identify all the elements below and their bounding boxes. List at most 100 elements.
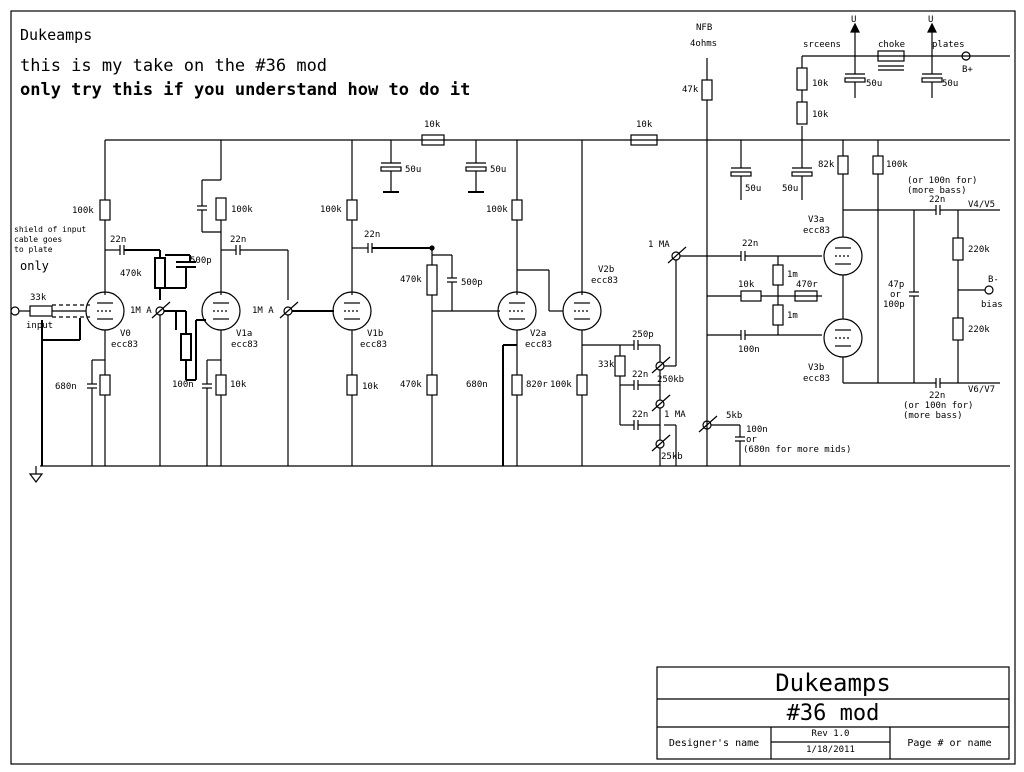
label-r-pi-1m2: 1m: [787, 311, 798, 321]
label-r-p1b: 100k: [320, 205, 342, 215]
label-r-p1a: 100k: [231, 205, 253, 215]
label-pot-bass: 25kb: [661, 452, 683, 462]
label-r-rail1: 10k: [424, 120, 441, 130]
label-c-c1b: 22n: [364, 230, 380, 240]
label-mids1: or: [746, 435, 757, 445]
label-tube-v1b-type: ecc83: [360, 340, 387, 350]
label-tube-v3b: V3b: [808, 363, 824, 373]
label-nfb-ohms: 4ohms: [690, 39, 717, 49]
label-tube-v2b-type: ecc83: [591, 276, 618, 286]
label-r-rail2: 10k: [636, 120, 653, 130]
label-screens: srceens: [803, 40, 841, 50]
label-c-k1a: 100n: [172, 380, 194, 390]
title-block-company: Dukeamps: [775, 669, 891, 697]
label-r-p0: 100k: [72, 206, 94, 216]
title-block-date: 1/18/2011: [806, 745, 855, 755]
label-u1: U: [851, 15, 856, 25]
title-block-rev: Rev 1.0: [811, 729, 850, 739]
label-c-out1: 22n: [929, 195, 945, 205]
label-c-c1a: 22n: [230, 235, 246, 245]
label-tube-v0-type: ecc83: [111, 340, 138, 350]
label-pot-treble: 250kb: [657, 375, 684, 385]
label-tube-v3a: V3a: [808, 215, 824, 225]
author-label: Dukeamps: [20, 26, 93, 44]
label-c-rail2: 50u: [490, 165, 506, 175]
page-frame: [10, 10, 1016, 765]
label-more-bass-bot1: (or 100n for): [903, 401, 973, 411]
label-r-bias2: 220k: [968, 325, 990, 335]
label-r-k2a: 680n: [466, 380, 488, 390]
label-input: input: [26, 321, 53, 331]
warning-label: only try this if you understand how to d…: [20, 80, 471, 100]
title-block-page: Page # or name: [907, 738, 992, 749]
label-shield3: to plate: [14, 245, 53, 254]
label-v4v5: V4/V5: [968, 200, 995, 210]
label-r-in: 33k: [30, 293, 47, 303]
label-r-scr2: 10k: [812, 110, 829, 120]
label-u2: U: [928, 15, 933, 25]
label-shield2: cable goes: [14, 235, 62, 244]
label-shield1: shield of input: [14, 225, 86, 234]
label-r-k2b: 100k: [550, 380, 572, 390]
label-r-82k: 82k: [818, 160, 835, 170]
label-c-47p-or: or: [890, 290, 901, 300]
label-c-pres: 100n: [746, 425, 768, 435]
label-more-bass-top2: (more bass): [907, 186, 967, 196]
label-tube-v2a-type: ecc83: [525, 340, 552, 350]
label-tube-v2a: V2a: [530, 329, 546, 339]
label-c-500p-b: 500p: [461, 278, 483, 288]
label-c-500p-a: 500p: [190, 256, 212, 266]
label-more-bass-top1: (or 100n for): [907, 176, 977, 186]
label-r-pi-10k: 10k: [738, 280, 755, 290]
label-r-pi-1m1: 1m: [787, 270, 798, 280]
title-block: [656, 666, 1010, 760]
label-pot2: 1M A: [252, 306, 274, 316]
label-bplus: B+: [962, 65, 973, 75]
label-tube-v3a-type: ecc83: [803, 226, 830, 236]
label-c-rail1: 50u: [405, 165, 421, 175]
label-tube-v3b-type: ecc83: [803, 374, 830, 384]
label-r-k0: 680n: [55, 382, 77, 392]
label-c-pi: 22n: [742, 239, 758, 249]
label-c-scr: 50u: [866, 79, 882, 89]
label-c-c0: 22n: [110, 235, 126, 245]
label-bias: bias: [981, 300, 1003, 310]
label-c-pi-100n: 100n: [738, 345, 760, 355]
label-r-nfb: 47k: [682, 85, 699, 95]
label-tube-v2b: V2b: [598, 265, 614, 275]
label-c-250p: 250p: [632, 330, 654, 340]
label-r-470k-b: 470k: [400, 275, 422, 285]
label-r-k1a: 10k: [230, 380, 247, 390]
label-r-100k-pi: 100k: [886, 160, 908, 170]
label-c-plt: 50u: [942, 79, 958, 89]
part-labels: 33k input shield of input cable goes to …: [14, 15, 1003, 462]
label-r-470k-c: 470k: [400, 380, 422, 390]
label-plates: plates: [932, 40, 965, 50]
label-c-22n-ts1: 22n: [632, 370, 648, 380]
label-pot-mid: 1 MA: [664, 410, 686, 420]
label-c-out2: 22n: [929, 391, 945, 401]
wires: [10, 22, 1010, 483]
label-r-k1b: 10k: [362, 382, 379, 392]
label-r-pi-470r: 470r: [796, 280, 818, 290]
label-pot-pres: 5kb: [726, 411, 742, 421]
subtitle-label: this is my take on the #36 mod: [20, 56, 328, 76]
label-c-rail3: 50u: [745, 184, 761, 194]
label-v6v7: V6/V7: [968, 385, 995, 395]
label-tube-v1a-type: ecc83: [231, 340, 258, 350]
label-choke: choke: [878, 40, 905, 50]
label-r-p2a: 100k: [486, 205, 508, 215]
label-only: only: [20, 259, 49, 273]
label-r-470k-a: 470k: [120, 269, 142, 279]
label-more-bass-bot2: (more bass): [903, 411, 963, 421]
tube-internals: [97, 247, 851, 347]
label-c-47p: 47p: [888, 280, 904, 290]
label-r-scr1: 10k: [812, 79, 829, 89]
label-c-rail4: 50u: [782, 184, 798, 194]
title-block-title: #36 mod: [786, 701, 880, 726]
label-bminus: B-: [988, 275, 999, 285]
label-tube-v1b: V1b: [367, 329, 383, 339]
label-c-100p: 100p: [883, 300, 905, 310]
title-block-designer: Designer's name: [668, 738, 760, 749]
